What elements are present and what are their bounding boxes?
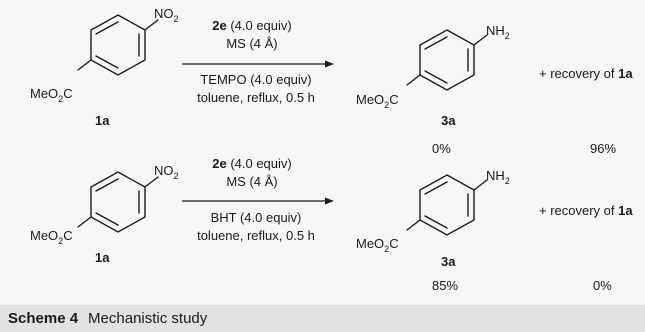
reagent-line-1-row-2: 2e (4.0 equiv): [212, 156, 292, 171]
reactant-ring-row-2: [77, 171, 159, 233]
product-label-row-2: 3a: [441, 254, 456, 269]
product-label-row-1: 3a: [441, 113, 456, 128]
reactant-label-row-2: 1a: [95, 250, 110, 265]
reactant-nitro-row-1: NO2: [154, 6, 179, 24]
yield-product-row-2: 85%: [432, 278, 458, 293]
scheme-caption: Scheme 4 Mechanistic study: [8, 310, 207, 327]
caption-label: Scheme 4: [8, 310, 79, 327]
arrowhead-row-1: [325, 60, 334, 68]
reagent-additive-row-2: BHT (4.0 equiv): [211, 210, 302, 225]
yield-product-row-1: 0%: [432, 141, 451, 156]
yield-recovery-row-2: 0%: [593, 278, 612, 293]
yield-recovery-row-1: 96%: [590, 141, 616, 156]
reagent-ms-row-2: MS (4 Å): [226, 174, 277, 189]
product-ring-row-1: [406, 29, 488, 91]
conditions-row-2: toluene, reflux, 0.5 h: [197, 228, 315, 243]
recovery-row-2: + recovery of 1a: [539, 203, 633, 218]
scheme-drawing: NO2 MeO2C 1a 2e (4.0 equiv) MS (4 Å) TEM…: [30, 6, 633, 293]
caption-text: Mechanistic study: [88, 310, 208, 327]
reactant-label-row-1: 1a: [95, 113, 110, 128]
conditions-row-1: toluene, reflux, 0.5 h: [197, 90, 315, 105]
reaction-scheme: NO2 MeO2C 1a 2e (4.0 equiv) MS (4 Å) TEM…: [30, 6, 634, 293]
product-ester-row-1: MeO2C: [356, 92, 399, 110]
reactant-ring-row-1: [77, 14, 159, 76]
recovery-row-1: + recovery of 1a: [539, 66, 633, 81]
reactant-ester-row-2: MeO2C: [30, 228, 73, 246]
reagent-ms-row-1: MS (4 Å): [226, 36, 277, 51]
product-amine-row-2: NH2: [486, 168, 510, 186]
reagent-additive-row-1: TEMPO (4.0 equiv): [200, 72, 311, 87]
product-ring-row-2: [406, 174, 488, 236]
product-amine-row-1: NH2: [486, 23, 510, 41]
reactant-ester-row-1: MeO2C: [30, 86, 73, 104]
reagent-line-1-row-1: 2e (4.0 equiv): [212, 18, 292, 33]
reactant-nitro-row-2: NO2: [154, 163, 179, 181]
row-1: NO2 MeO2C 1a 2e (4.0 equiv) MS (4 Å) TEM…: [30, 6, 633, 156]
product-ester-row-2: MeO2C: [356, 236, 399, 254]
caption-bar: Scheme 4 Mechanistic study: [0, 305, 645, 332]
row-2: NO2 MeO2C 1a 2e (4.0 equiv) MS (4 Å) BHT…: [30, 156, 633, 293]
arrowhead-row-2: [325, 197, 334, 205]
